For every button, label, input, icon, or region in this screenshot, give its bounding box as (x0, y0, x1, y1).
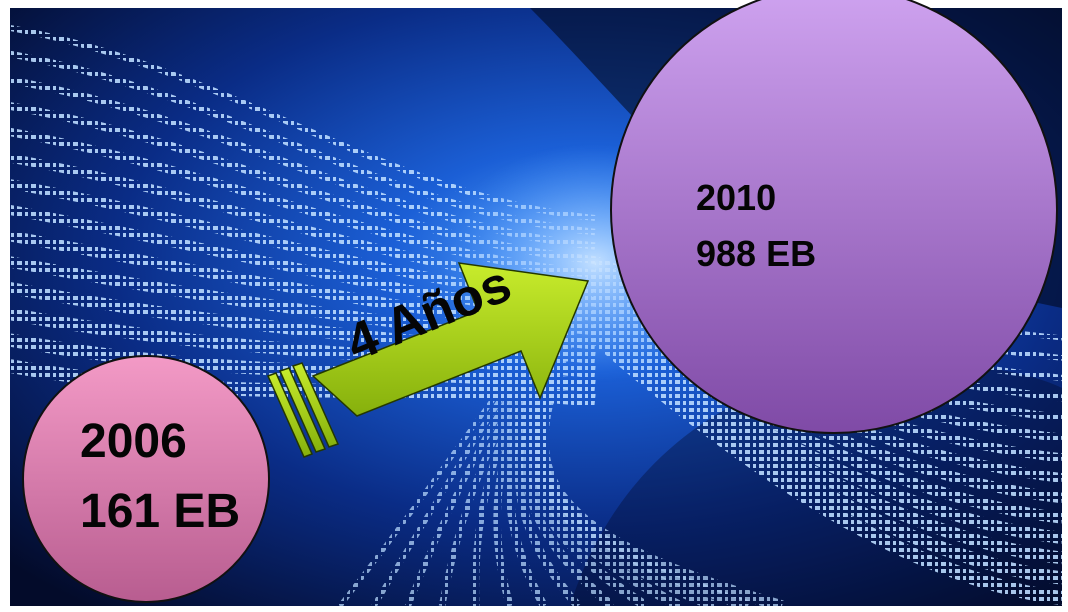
binary-stream (10, 333, 596, 393)
end-size-label: 988 EB (696, 233, 817, 274)
start-year-label: 2006 (80, 415, 187, 468)
end-circle (610, 0, 1058, 434)
binary-stream (590, 330, 1062, 606)
end-year-label: 2010 (696, 177, 777, 218)
growth-arrow (266, 262, 590, 458)
start-circle (22, 355, 270, 603)
start-size-label: 161 EB (80, 485, 241, 538)
